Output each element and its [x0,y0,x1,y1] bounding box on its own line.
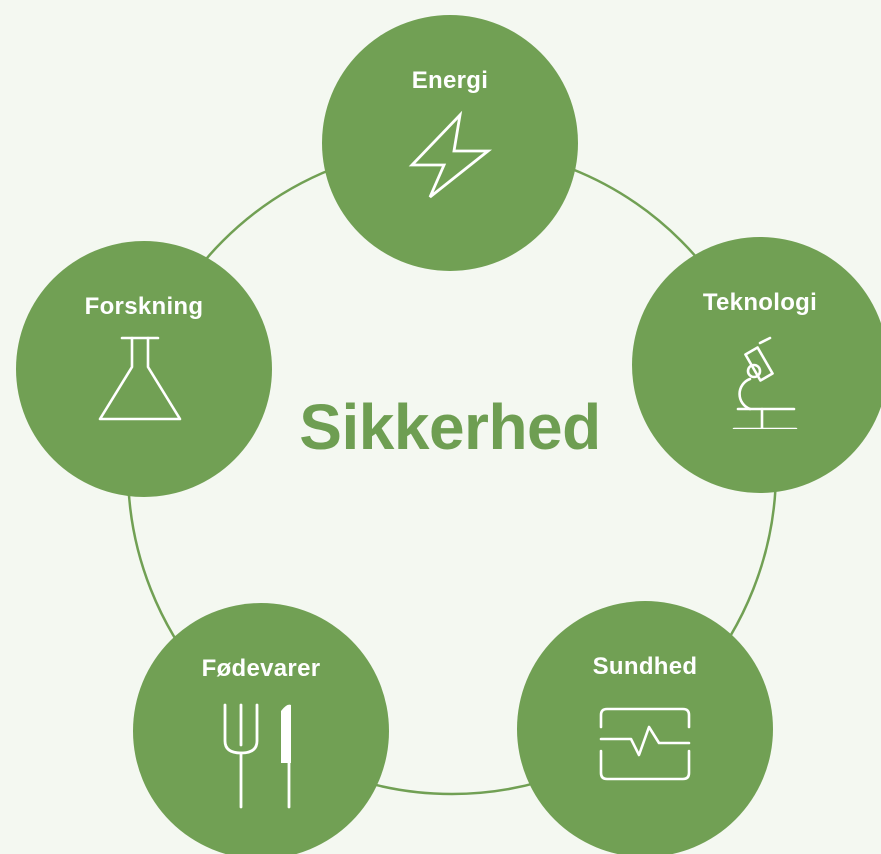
node-sundhed: Sundhed [517,601,773,854]
flask-icon [98,336,182,421]
fork-knife-icon [223,703,291,809]
node-label-teknologi: Teknologi [702,289,818,316]
node-fodevarer: Fødevarer [133,603,389,854]
microscope-icon [732,336,798,429]
node-label-sundhed: Sundhed [592,653,698,680]
node-teknologi: Teknologi [632,237,881,493]
node-label-fodevarer: Fødevarer [201,655,321,682]
node-forskning: Forskning [16,241,272,497]
node-energi: Energi [322,15,578,271]
node-label-energi: Energi [411,67,489,94]
heart-monitor-icon [599,707,691,781]
lightning-icon [408,110,493,199]
center-title: Sikkerhed [299,391,601,463]
node-label-forskning: Forskning [84,293,204,320]
